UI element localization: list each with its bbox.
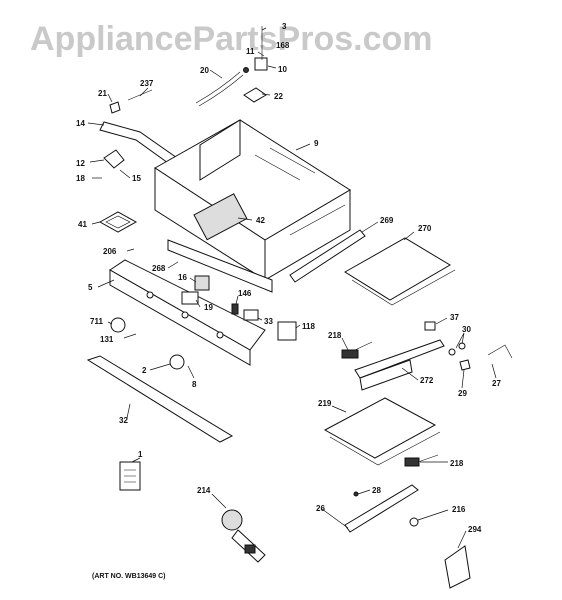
callout-18: 18	[76, 174, 85, 183]
part-146	[231, 303, 239, 315]
callout-711: 711	[90, 317, 103, 326]
part-2-knob	[169, 354, 185, 370]
watermark: AppliancePartsPros.com	[30, 20, 432, 58]
part-41	[98, 211, 138, 233]
callout-3: 3	[282, 22, 287, 31]
callout-8: 8	[192, 380, 197, 389]
callout-270: 270	[418, 224, 432, 233]
callout-168: 168	[276, 41, 290, 50]
callout-294: 294	[468, 525, 482, 534]
callout-11: 11	[246, 47, 255, 56]
callout-214: 214	[197, 486, 211, 495]
part-218-upper	[341, 341, 373, 359]
callout-27: 27	[492, 379, 501, 388]
callout-146: 146	[238, 289, 252, 298]
part-16	[194, 275, 210, 291]
callout-labels: 3 168 11 10 20 22 237 21 14 12 18 15 9 4…	[76, 22, 501, 534]
callout-41: 41	[78, 220, 87, 229]
callout-12: 12	[76, 159, 85, 168]
callout-10: 10	[278, 65, 287, 74]
part-1-manual	[119, 461, 141, 491]
part-19	[181, 291, 199, 305]
art-number: (ART NO. WB13649 C)	[92, 573, 166, 580]
leader-lines	[87, 27, 497, 549]
callout-16: 16	[178, 273, 187, 282]
callout-28: 28	[372, 486, 381, 495]
part-214-valve	[221, 509, 266, 563]
callout-5: 5	[88, 283, 93, 292]
callout-206: 206	[103, 247, 117, 256]
part-272-bracket	[359, 359, 413, 391]
part-26-tube	[344, 484, 419, 533]
part-218-lower	[404, 454, 439, 467]
callout-268: 268	[152, 264, 166, 273]
callout-2: 2	[142, 366, 147, 375]
part-270-tray	[344, 237, 451, 301]
callout-269: 269	[380, 216, 394, 225]
part-30-29	[448, 342, 471, 371]
callout-15: 15	[132, 174, 141, 183]
callout-9: 9	[314, 139, 319, 148]
part-27	[487, 344, 513, 359]
callout-20: 20	[200, 66, 209, 75]
part-268-strip	[167, 239, 273, 293]
part-32-strip	[86, 355, 234, 443]
part-216	[409, 517, 419, 527]
part-burner-tube-assembly	[195, 26, 268, 107]
callout-21: 21	[98, 89, 107, 98]
part-33	[243, 309, 259, 321]
callout-1: 1	[138, 450, 143, 459]
callout-218-lower: 218	[450, 459, 464, 468]
callout-237: 237	[140, 79, 154, 88]
callout-131: 131	[100, 335, 114, 344]
part-219-tray	[323, 397, 437, 459]
part-37	[424, 321, 436, 331]
callout-32: 32	[119, 416, 128, 425]
part-front-manifold-panel	[109, 259, 266, 366]
callout-218-upper: 218	[328, 331, 342, 340]
callout-118: 118	[302, 322, 315, 331]
callout-30: 30	[462, 325, 471, 334]
callout-216: 216	[452, 505, 466, 514]
callout-19: 19	[204, 303, 213, 312]
callout-29: 29	[458, 389, 467, 398]
callout-272: 272	[420, 376, 434, 385]
part-294-bracket	[444, 545, 471, 589]
part-711-knob	[110, 317, 126, 333]
part-burner-box	[154, 119, 351, 281]
part-28	[353, 491, 359, 497]
part-269-strip	[289, 229, 366, 283]
callout-22: 22	[274, 92, 283, 101]
part-118	[277, 321, 297, 341]
part-272-tube	[354, 339, 445, 379]
callout-26: 26	[316, 504, 325, 513]
callout-33: 33	[264, 317, 273, 326]
callout-42: 42	[256, 216, 265, 225]
callout-219: 219	[318, 399, 332, 408]
callout-14: 14	[76, 119, 85, 128]
callout-37: 37	[450, 313, 459, 322]
